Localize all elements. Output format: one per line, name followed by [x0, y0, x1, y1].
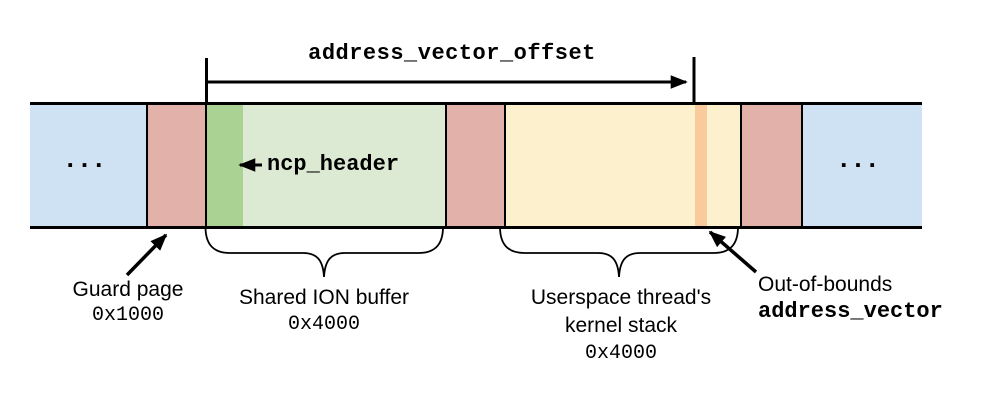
guard-page-arrow	[125, 233, 168, 277]
ncp-header-label: ncp_header	[267, 152, 400, 177]
oob-caption: Out-of-bounds address_vector	[758, 271, 943, 326]
ion-buffer-brace	[204, 226, 444, 278]
ion-buffer-caption: Shared ION buffer 0x4000	[204, 284, 444, 338]
kernel-stack-brace	[499, 226, 739, 278]
oob-code: address_vector	[758, 299, 943, 324]
kernel-stack-size: 0x4000	[584, 342, 657, 365]
oob-title: Out-of-bounds	[758, 273, 893, 296]
memory-ellipsis-right: ...	[840, 143, 883, 173]
kernel-stack-title-line1: Userspace thread's	[530, 286, 712, 309]
guard-page-middle-segment	[445, 105, 504, 226]
ion-buffer-size: 0x4000	[287, 313, 360, 336]
guard-page-title: Guard page	[72, 278, 184, 301]
guard-page-caption: Guard page 0x1000	[43, 277, 213, 329]
guard-page-size: 0x1000	[91, 304, 164, 327]
memory-region-left	[30, 105, 146, 226]
kernel-stack-title-line2: kernel stack	[564, 314, 678, 337]
kernel-stack-segment	[504, 105, 740, 226]
memory-ellipsis-left: ...	[66, 143, 110, 173]
guard-page-left-segment	[146, 105, 205, 226]
memory-region-right	[801, 105, 922, 226]
memory-bar	[30, 102, 922, 229]
offset-arrow-label: address_vector_offset	[308, 41, 596, 66]
ncp-header-band	[207, 105, 243, 226]
kernel-stack-caption: Userspace thread's kernel stack 0x4000	[500, 284, 742, 367]
ion-buffer-title: Shared ION buffer	[238, 286, 410, 309]
oob-address-vector-band	[695, 105, 707, 226]
guard-page-right-segment	[740, 105, 801, 226]
oob-arrow	[708, 230, 758, 274]
